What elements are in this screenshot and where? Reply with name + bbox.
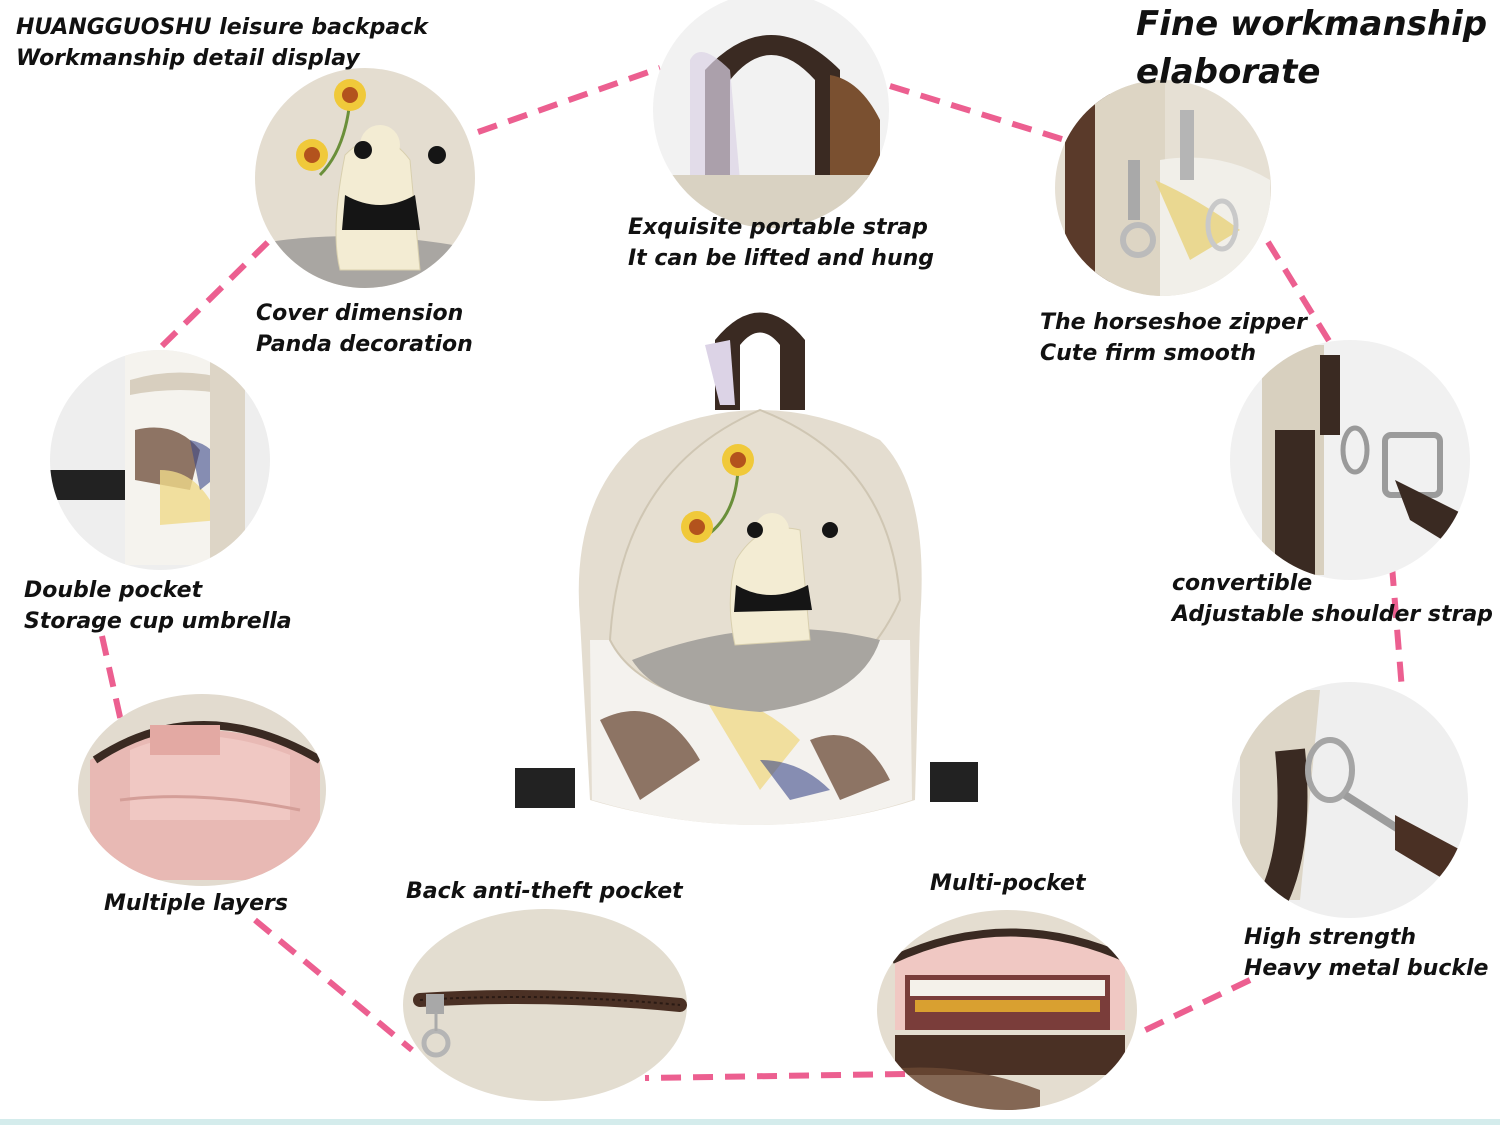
feature-caption-shoulder-strap: convertible Adjustable shoulder strap	[1172, 568, 1493, 630]
caption-line-1: Multi-pocket	[930, 871, 1086, 896]
caption-line-2: Adjustable shoulder strap	[1172, 602, 1493, 627]
feature-caption-multi-pocket: Multi-pocket	[930, 868, 1085, 899]
headline-line-2: elaborate	[1136, 52, 1321, 92]
caption-line-1: Double pocket	[24, 578, 203, 603]
header-title: HUANGGUOSHU leisure backpack Workmanship…	[16, 12, 428, 74]
caption-line-1: convertible	[1172, 571, 1313, 596]
caption-line-1: Back anti-theft pocket	[406, 879, 683, 904]
feature-caption-zipper: The horseshoe zipper Cute firm smooth	[1040, 307, 1307, 369]
feature-caption-anti-theft: Back anti-theft pocket	[406, 876, 683, 907]
caption-line-1: Exquisite portable strap	[628, 215, 928, 240]
feature-caption-layers: Multiple layers	[104, 888, 288, 919]
bottom-bar	[0, 1119, 1500, 1125]
feature-caption-strap: Exquisite portable strap It can be lifte…	[628, 212, 934, 274]
feature-caption-cover: Cover dimension Panda decoration	[256, 298, 473, 360]
caption-line-2: Panda decoration	[256, 332, 473, 357]
feature-caption-buckle: High strength Heavy metal buckle	[1244, 922, 1488, 984]
caption-line-1: Multiple layers	[104, 891, 288, 916]
headline-line-1: Fine workmanship	[1136, 4, 1488, 44]
caption-line-1: Cover dimension	[256, 301, 464, 326]
caption-line-2: Heavy metal buckle	[1244, 956, 1489, 981]
header-line-1: HUANGGUOSHU leisure backpack	[16, 15, 428, 40]
center-backpack	[515, 312, 978, 825]
caption-line-2: Cute firm smooth	[1040, 341, 1257, 366]
caption-line-1: High strength	[1244, 925, 1416, 950]
caption-line-2: It can be lifted and hung	[628, 246, 935, 271]
caption-line-2: Storage cup umbrella	[24, 609, 292, 634]
header-line-2: Workmanship detail display	[16, 46, 360, 71]
feature-caption-double-pocket: Double pocket Storage cup umbrella	[24, 575, 292, 637]
headline: Fine workmanship elaborate	[1136, 0, 1487, 96]
caption-line-1: The horseshoe zipper	[1040, 310, 1307, 335]
